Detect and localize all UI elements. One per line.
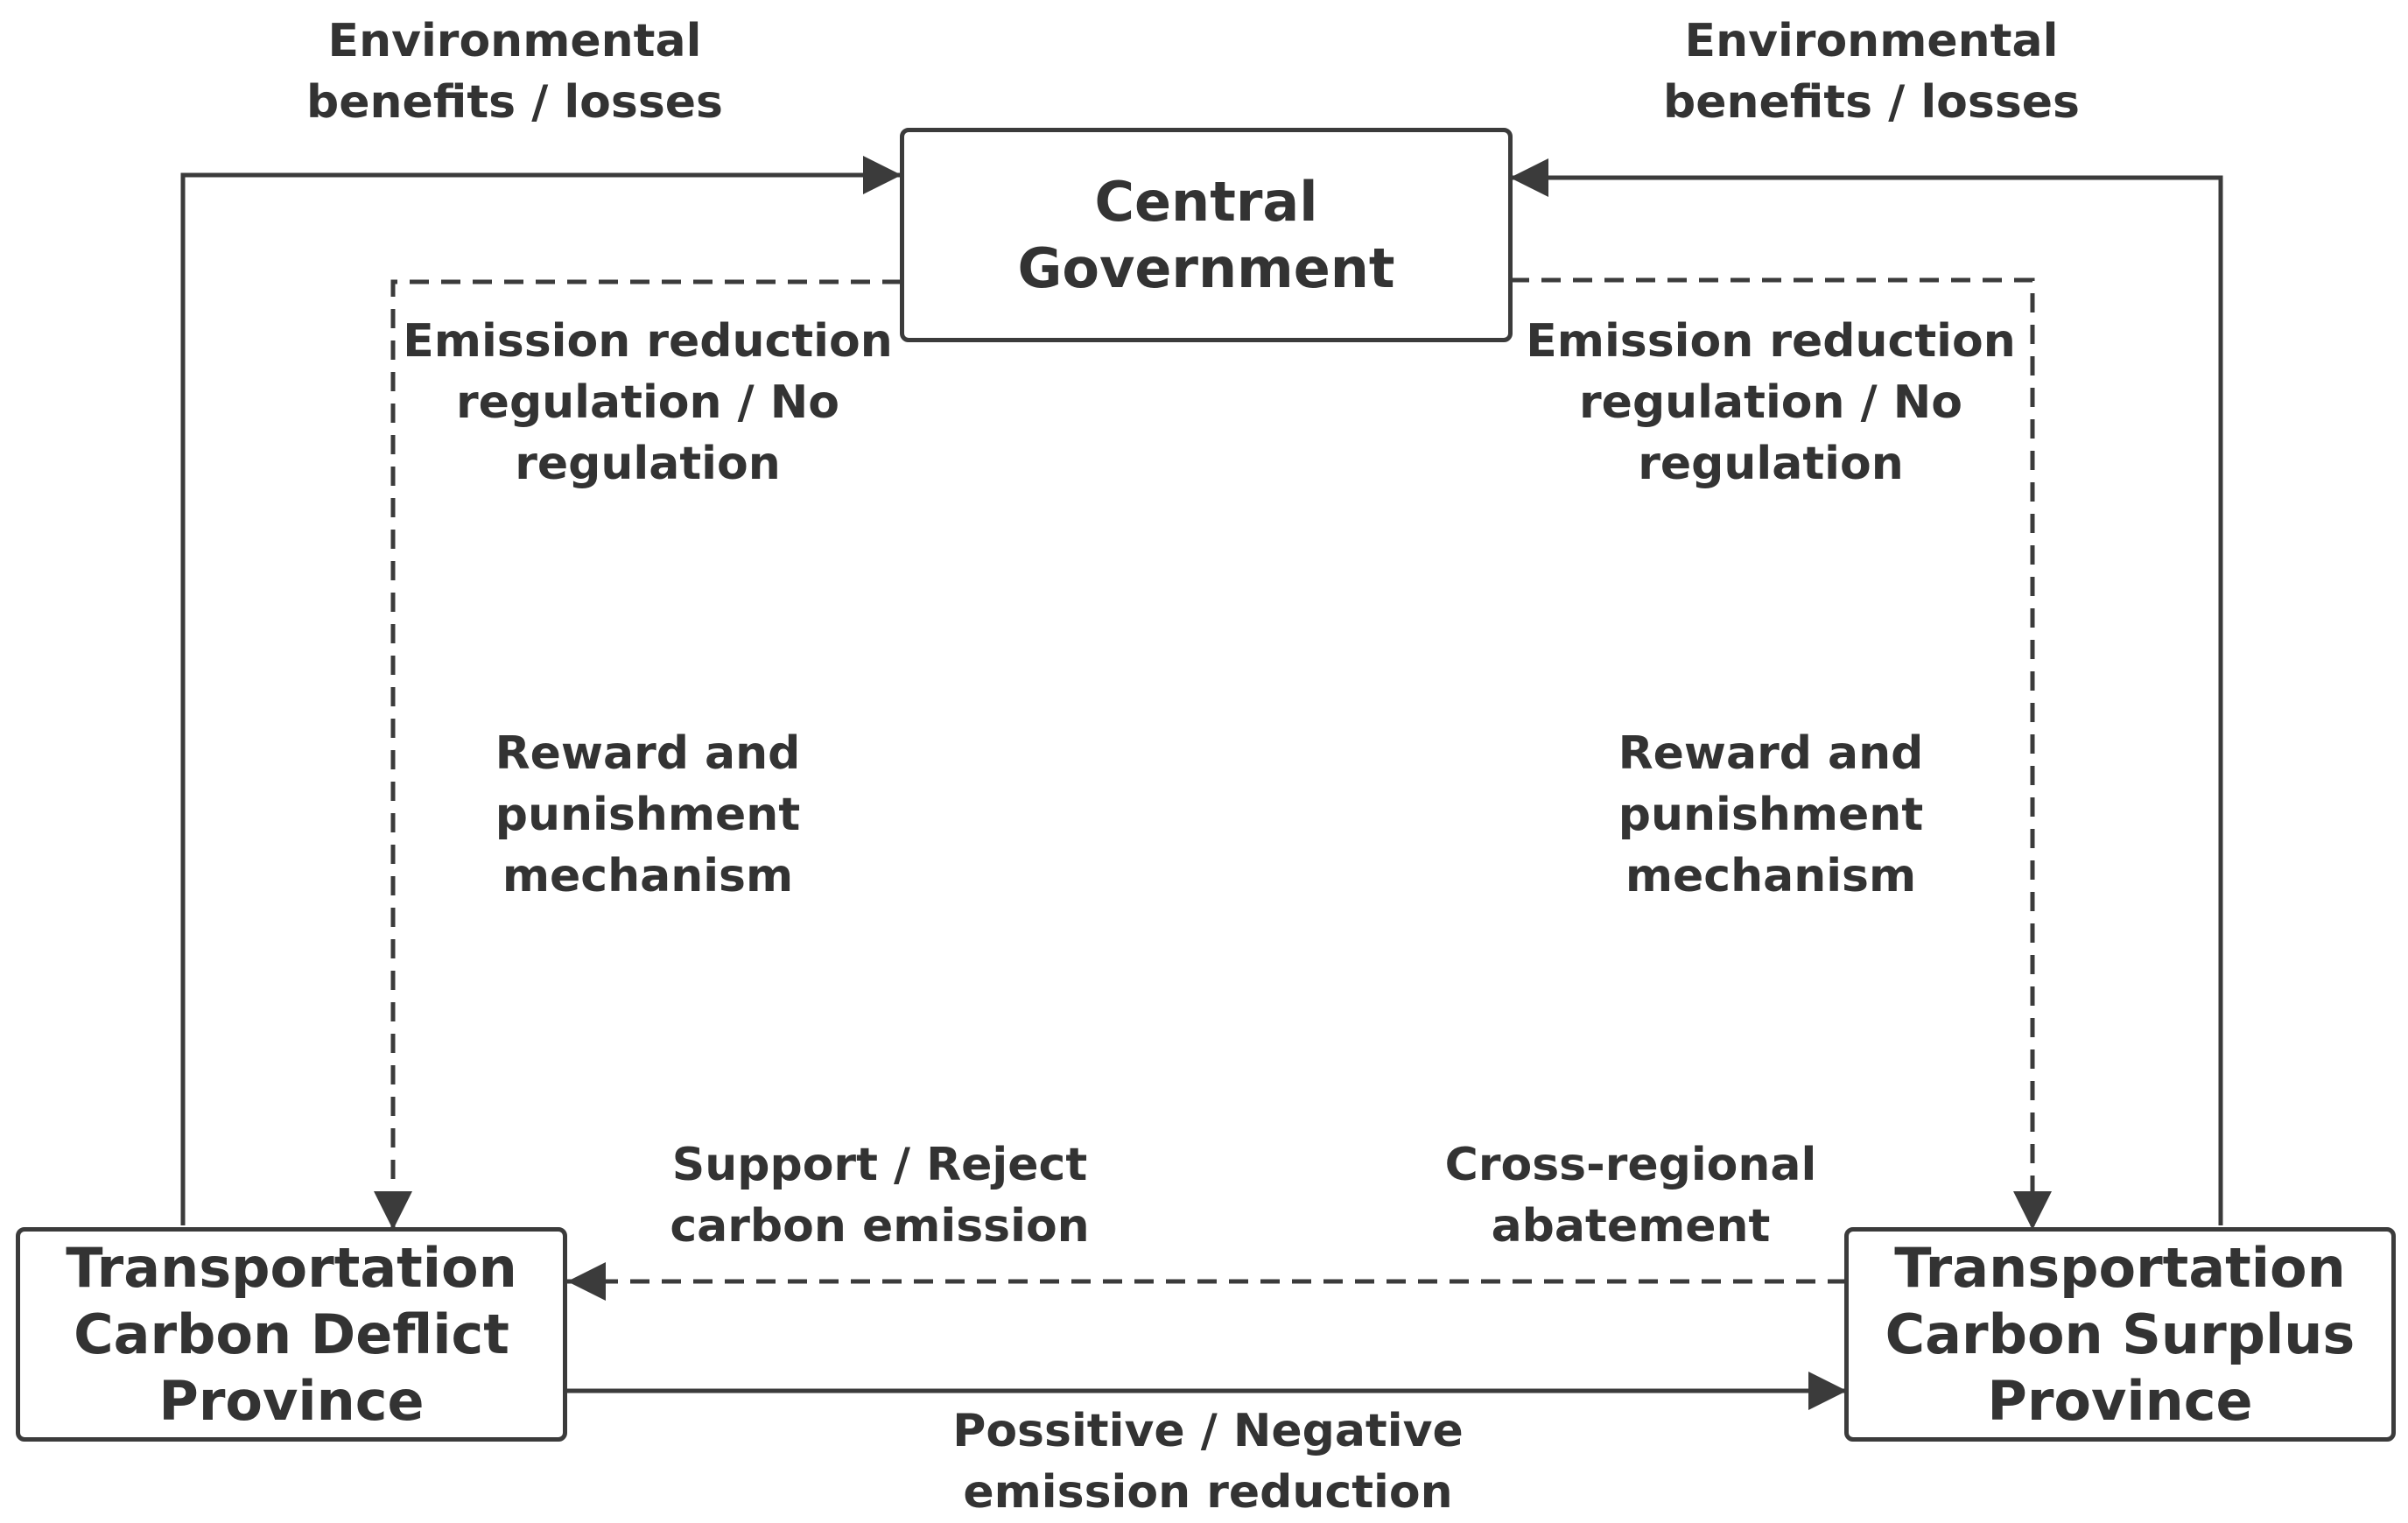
- edge-deficit-to-central: [180, 156, 902, 1225]
- regulation-right-label: Emission reduction regulation / No regul…: [1526, 315, 2016, 490]
- env-benefits-left-label: Environmental benefits / losses: [306, 15, 723, 129]
- support-reject-label: Support / Reject carbon emission: [670, 1139, 1090, 1253]
- emission-reduction-label: Possitive / Negative emission reduction: [952, 1405, 1464, 1519]
- central-government-node: Central Government: [900, 128, 1513, 342]
- deficit-province-node: Transportation Carbon Deflict Province: [16, 1227, 567, 1442]
- surplus-province-node: Transportation Carbon Surplus Province: [1844, 1227, 2396, 1442]
- edge-central-to-deficit: [374, 279, 902, 1230]
- regulation-left-label: Emission reduction regulation / No regul…: [403, 315, 893, 490]
- edge-surplus-to-central: [1510, 158, 2223, 1225]
- reward-right-label: Reward and punishment mechanism: [1618, 727, 1924, 902]
- deficit-province-label: Transportation Carbon Deflict Province: [66, 1235, 517, 1433]
- reward-left-label: Reward and punishment mechanism: [495, 727, 801, 902]
- central-government-label: Central Government: [1017, 169, 1395, 300]
- env-benefits-right-label: Environmental benefits / losses: [1663, 15, 2080, 129]
- edge-central-to-surplus: [1510, 277, 2052, 1230]
- surplus-province-label: Transportation Carbon Surplus Province: [1885, 1235, 2355, 1433]
- cross-regional-label: Cross-regional abatement: [1444, 1139, 1817, 1253]
